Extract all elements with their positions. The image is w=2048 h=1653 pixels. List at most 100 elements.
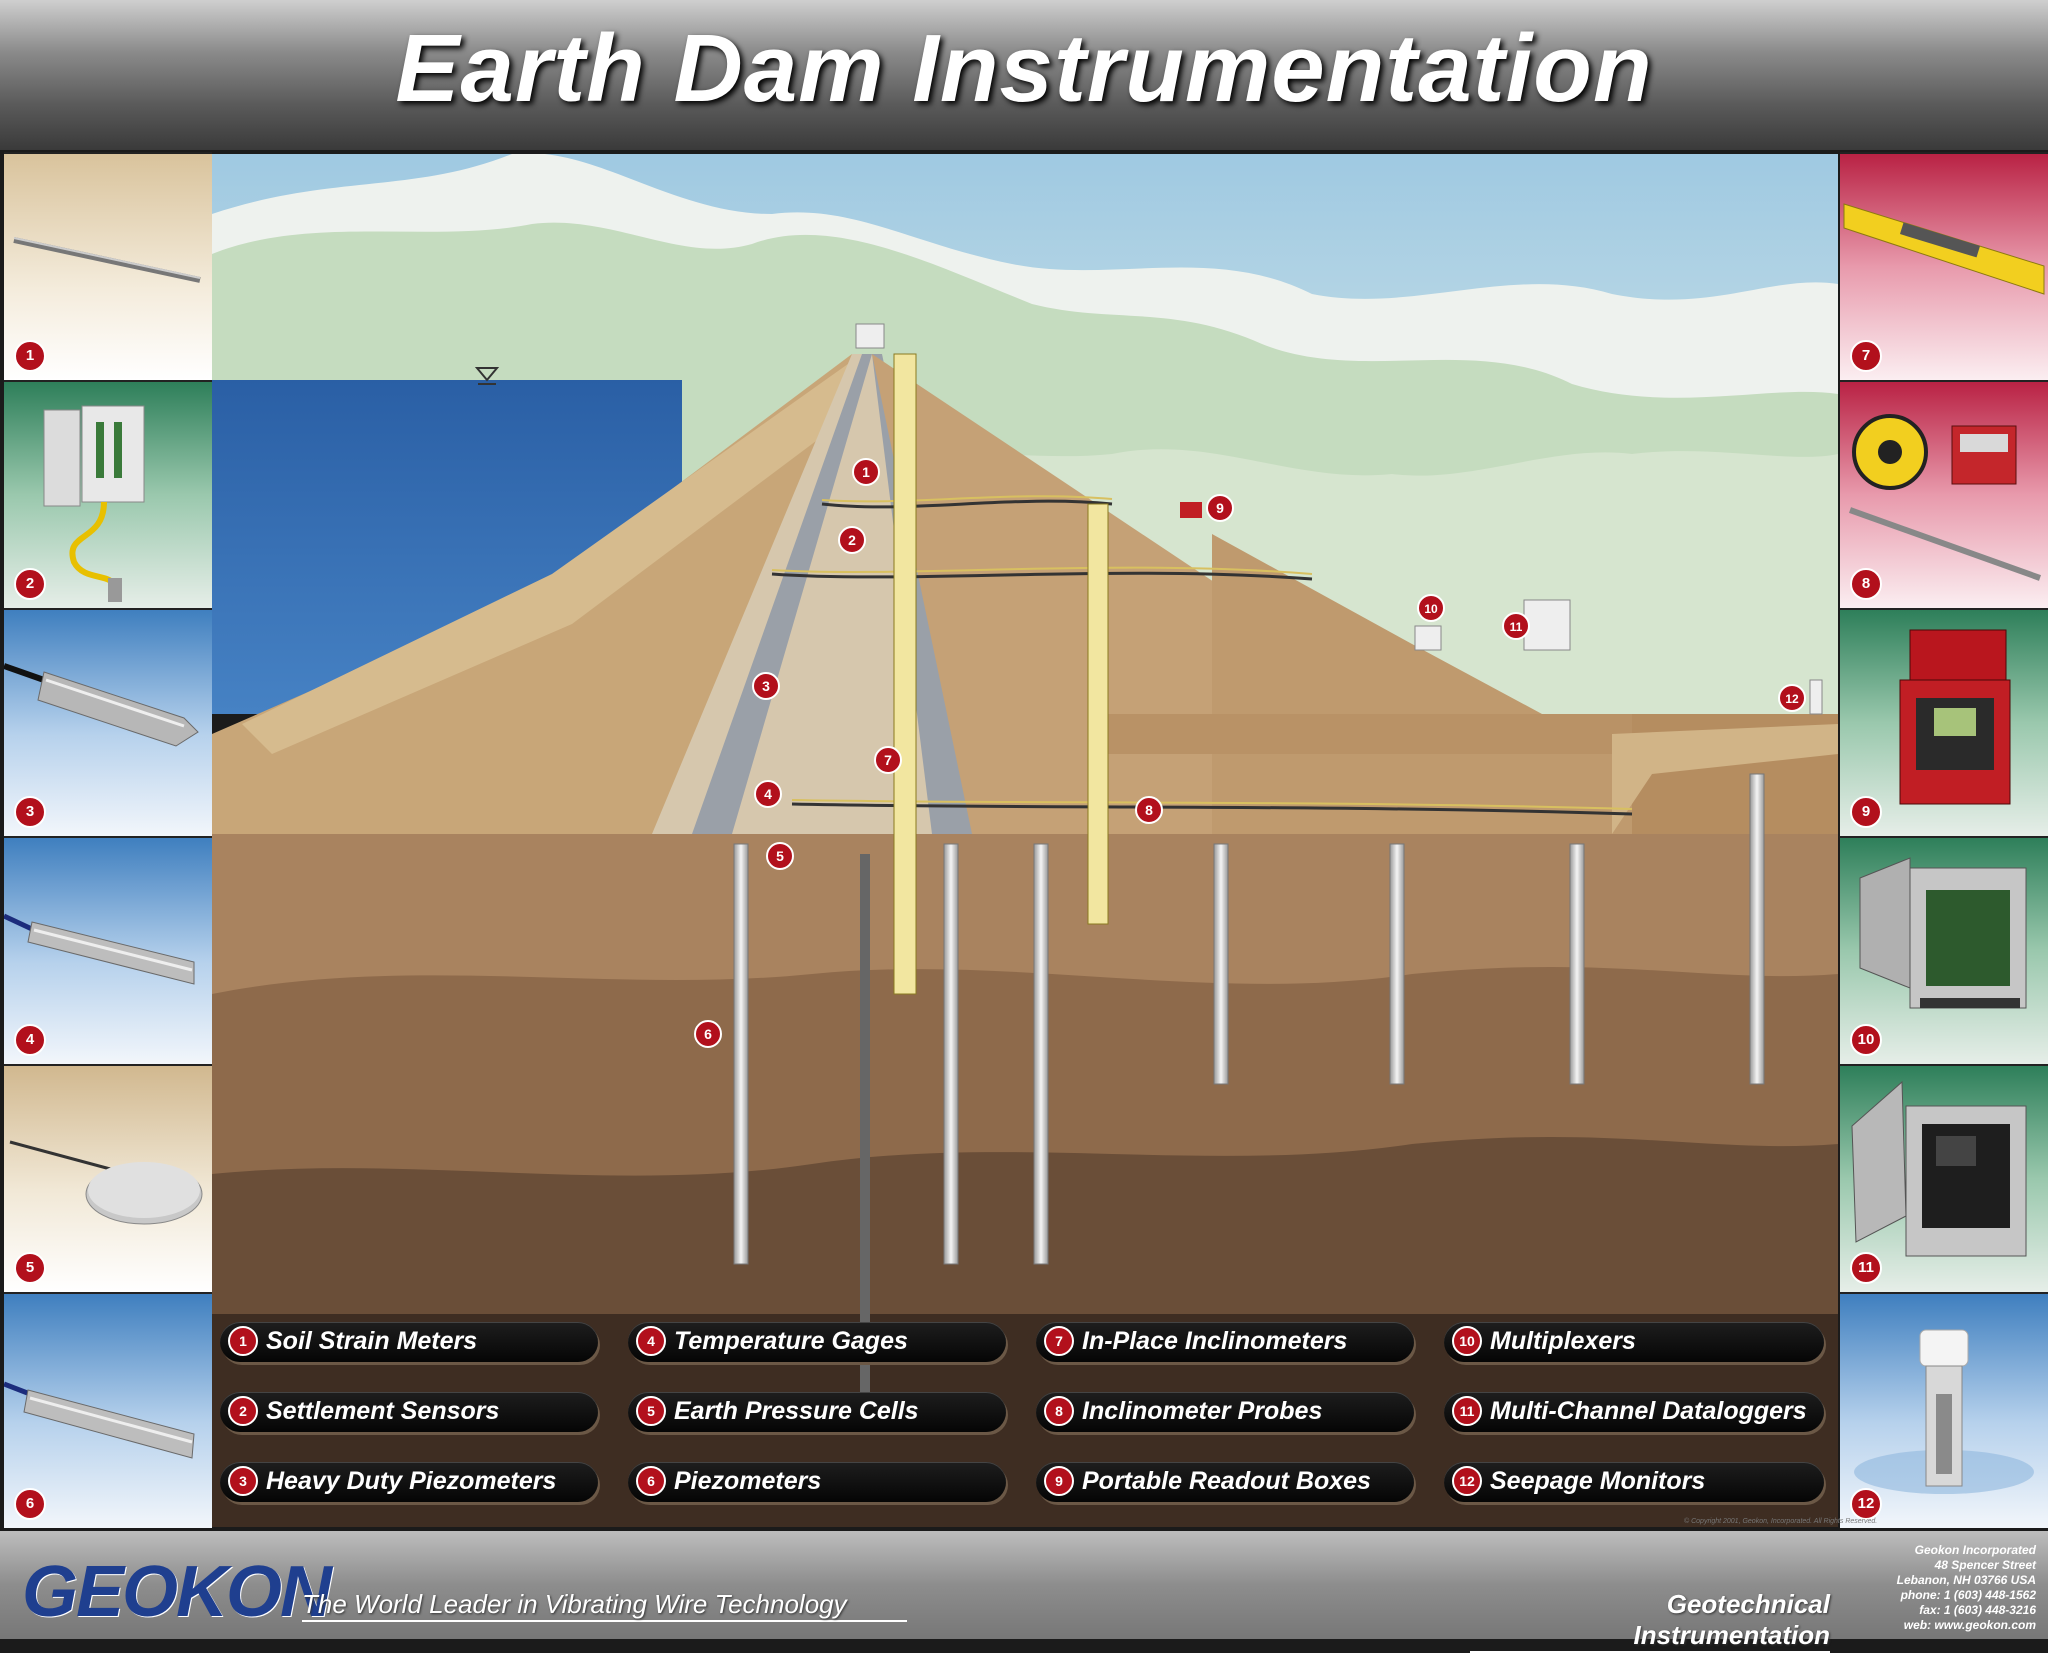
legend-label: Seepage Monitors [1490,1467,1706,1495]
legend-number: 9 [1044,1466,1074,1496]
contact-line: 48 Spencer Street [1934,1558,2036,1572]
footer-bar: GEOKON The World Leader in Vibrating Wir… [0,1531,2048,1653]
legend-label: Inclinometer Probes [1082,1397,1323,1425]
legend-item-multi-channel-dataloggers: 11 Multi-Channel Dataloggers [1444,1392,1824,1432]
panel-number: 4 [14,1024,46,1056]
legend-number: 12 [1452,1466,1482,1496]
legend-item-piezometers: 6 Piezometers [628,1462,1006,1502]
legend-item-in-place-inclinometers: 7 In-Place Inclinometers [1036,1322,1414,1362]
panel-number: 11 [1850,1252,1882,1284]
panel-heavy-duty-piezometer[interactable]: 3 [4,608,212,836]
header-bar: Earth Dam Instrumentation [0,0,2048,150]
inclinometer-probe-photo-icon [1848,414,2042,581]
legend-number: 4 [636,1326,666,1356]
panel-piezometer[interactable]: 6 [4,1292,212,1528]
diagram-marker-3: 3 [752,672,780,700]
svg-text:7: 7 [884,752,892,768]
legend-item-heavy-duty-piezometers: 3 Heavy Duty Piezometers [220,1462,598,1502]
heavy-duty-piezometer-photo-icon [4,663,199,747]
multiplexer-photo-icon [1859,857,2027,1009]
legend-number: 6 [636,1466,666,1496]
seepage-monitor-photo-icon [1854,1329,2034,1494]
panel-multiplexer[interactable]: 10 [1840,836,2048,1064]
diagram-marker-7: 7 [874,746,902,774]
legend-label: Multi-Channel Dataloggers [1490,1397,1807,1425]
contact-line: fax: 1 (603) 448-3216 [1919,1603,2036,1617]
soil-strain-meter-photo-icon [13,237,201,283]
contact-line[interactable]: web: www.geokon.com [1903,1618,2036,1632]
panel-datalogger[interactable]: 11 [1840,1064,2048,1292]
panel-settlement-sensor[interactable]: 2 [4,380,212,608]
svg-text:4: 4 [764,786,772,802]
svg-text:8: 8 [1145,802,1153,818]
diagram-marker-9: 9 [1206,494,1234,522]
diagram-marker-12: 12 [1778,684,1806,712]
panel-number: 12 [1850,1488,1882,1520]
diagram-marker-6: 6 [694,1020,722,1048]
earth-pressure-cell-photo-icon [9,1140,203,1225]
panel-temperature-gage[interactable]: 4 [4,836,212,1064]
diagram-marker-1: 1 [852,458,880,486]
panel-seepage-monitor[interactable]: 12 [1840,1292,2048,1528]
legend-label: Multiplexers [1490,1327,1636,1355]
svg-text:3: 3 [762,678,770,694]
temperature-gage-photo-icon [4,913,195,985]
legend-number: 7 [1044,1326,1074,1356]
in-place-inclinometer-photo-icon [1843,203,2045,295]
panel-in-place-inclinometer[interactable]: 7 [1840,152,2048,380]
legend-item-inclinometer-probes: 8 Inclinometer Probes [1036,1392,1414,1432]
svg-text:12: 12 [1785,692,1799,706]
svg-text:10: 10 [1424,602,1438,616]
legend-item-seepage-monitors: 12 Seepage Monitors [1444,1462,1824,1502]
panel-number: 9 [1850,796,1882,828]
svg-text:1: 1 [862,464,870,480]
legend-item-settlement-sensors: 2 Settlement Sensors [220,1392,598,1432]
legend-number: 5 [636,1396,666,1426]
dam-diagram-svg: 1 2 3 4 5 6 7 8 9 10 11 12 [212,153,1838,1534]
copyright-note: © Copyright 2001, Geokon, Incorporated. … [1684,1518,1878,1525]
panel-number: 6 [14,1488,46,1520]
contact-block: Geokon Incorporated 48 Spencer Street Le… [1860,1543,2036,1633]
legend-item-temperature-gages: 4 Temperature Gages [628,1322,1006,1362]
diagram-marker-10: 10 [1417,594,1445,622]
piezometer-photo-icon [4,1381,195,1459]
panel-number: 2 [14,568,46,600]
legend-number: 3 [228,1466,258,1496]
panel-soil-strain-meter[interactable]: 1 [4,152,212,380]
legend-number: 11 [1452,1396,1482,1426]
diagram-marker-11: 11 [1502,612,1530,640]
portable-readout-box-photo-icon [1899,629,2011,805]
legend-number: 2 [228,1396,258,1426]
legend-label: Heavy Duty Piezometers [266,1467,557,1495]
panel-number: 8 [1850,568,1882,600]
legend-label: In-Place Inclinometers [1082,1327,1348,1355]
contact-line: Geokon Incorporated [1914,1543,2036,1557]
svg-text:9: 9 [1216,500,1224,516]
contact-line: phone: 1 (603) 448-1562 [1900,1588,2036,1602]
panel-number: 5 [14,1252,46,1284]
legend-label: Piezometers [674,1467,822,1495]
diagram-marker-5: 5 [766,842,794,870]
panel-number: 1 [14,340,46,372]
contact-line: Lebanon, NH 03766 USA [1896,1573,2036,1587]
legend-item-multiplexers: 10 Multiplexers [1444,1322,1824,1362]
panel-inclinometer-probe[interactable]: 8 [1840,380,2048,608]
svg-text:5: 5 [776,848,784,864]
panel-portable-readout-box[interactable]: 9 [1840,608,2048,836]
legend-label: Earth Pressure Cells [674,1397,919,1425]
legend-item-earth-pressure-cells: 5 Earth Pressure Cells [628,1392,1006,1432]
page-title: Earth Dam Instrumentation [395,15,1653,122]
geokon-logo[interactable]: GEOKON [22,1552,332,1632]
legend-label: Temperature Gages [674,1327,908,1355]
panel-earth-pressure-cell[interactable]: 5 [4,1064,212,1292]
category-label: Geotechnical Instrumentation [1470,1589,1830,1653]
svg-text:11: 11 [1510,620,1523,634]
diagram-marker-8: 8 [1135,796,1163,824]
legend-number: 10 [1452,1326,1482,1356]
legend-label: Settlement Sensors [266,1397,500,1425]
panel-number: 10 [1850,1024,1882,1056]
legend-number: 8 [1044,1396,1074,1426]
